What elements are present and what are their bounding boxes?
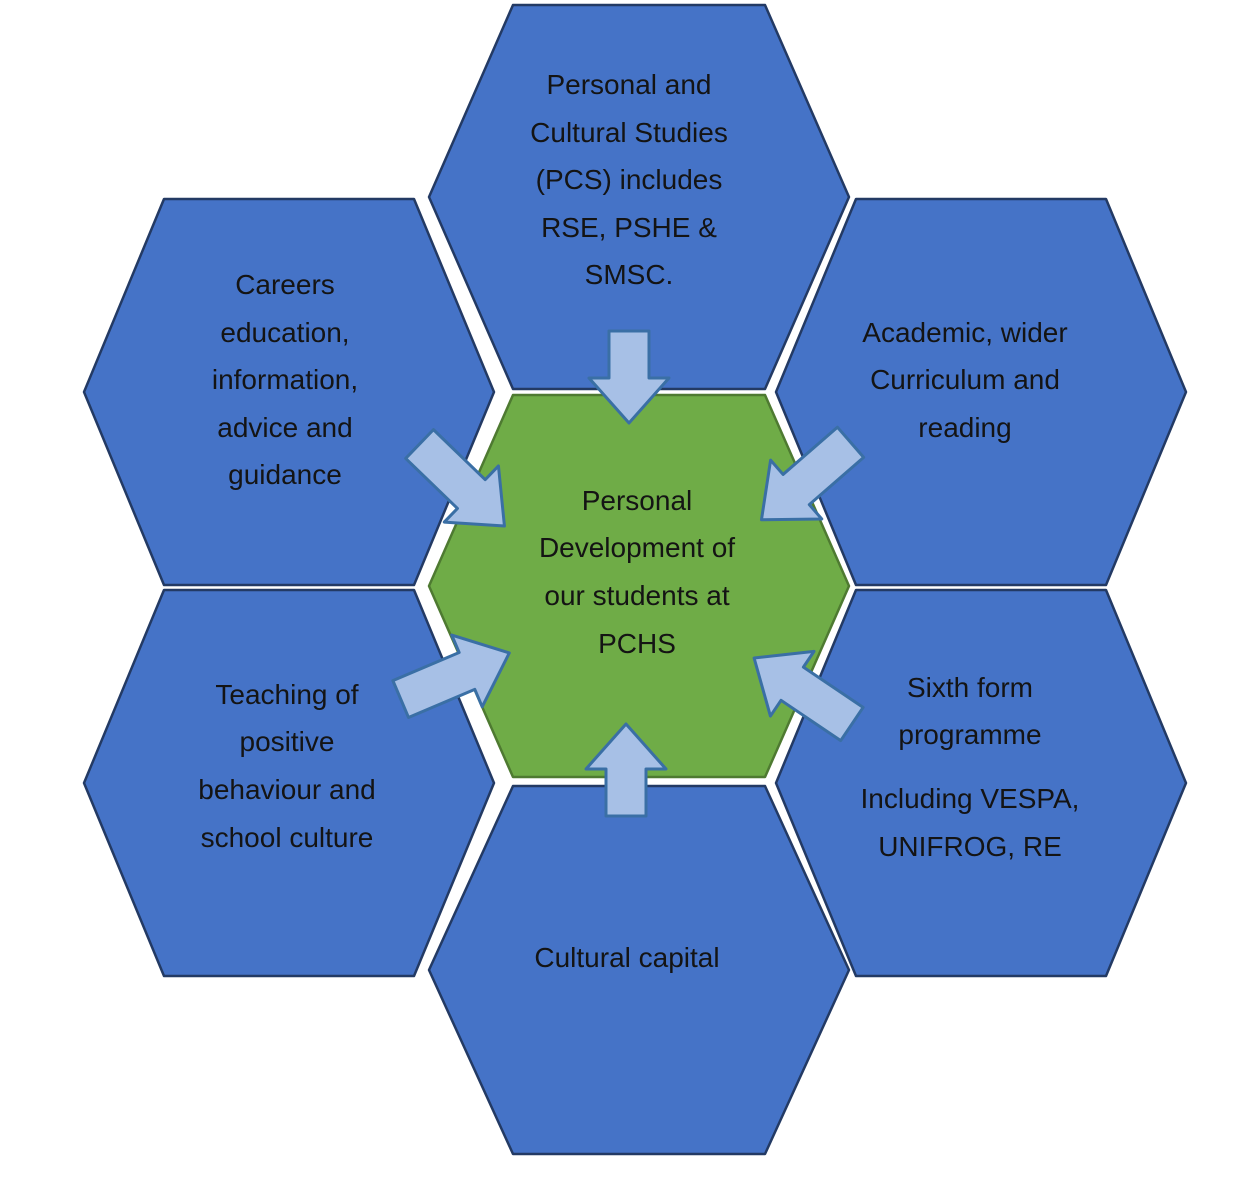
label-top-left-careers: Careers education, information, advice a…: [211, 269, 359, 491]
hexagon-bottom-cultural-capital: [427, 784, 851, 1156]
arrow-up-icon: [584, 722, 668, 818]
arrow-down-icon: [587, 329, 671, 425]
arrow-down-left-icon: [759, 425, 866, 522]
arrow-down-right-icon: [404, 428, 506, 528]
hexagon-top-right-academic: [774, 197, 1188, 587]
arrow-up-right-icon: [391, 633, 511, 719]
arrow-up-left-icon: [752, 649, 865, 743]
label-bottom-right-sixth-form: Sixth form programme Including VESPA, UN…: [815, 612, 1125, 922]
hexagon-bottom-right-sixth-form: [774, 588, 1188, 978]
label-sixth-form-heading: Sixth form programme: [898, 671, 1042, 751]
hexagon-bottom-left-behaviour: [82, 588, 496, 978]
label-sixth-form-detail: Including VESPA, UNIFROG, RE: [860, 783, 1080, 862]
hexagon-top-left-careers: [82, 197, 496, 587]
label-top-pcs: Personal and Cultural Studies (PCS) incl…: [530, 69, 728, 291]
label-center-personal-development: Personal Development of our students at …: [538, 484, 736, 659]
label-top-right-academic: Academic, wider Curriculum and reading: [862, 316, 1068, 443]
label-bottom-left-behaviour: Teaching of positive behaviour and schoo…: [198, 678, 376, 853]
label-bottom-cultural-capital: Cultural capital: [534, 942, 720, 974]
hexagon-center-personal-development: [427, 393, 851, 779]
hexagon-top-pcs: [427, 3, 851, 391]
